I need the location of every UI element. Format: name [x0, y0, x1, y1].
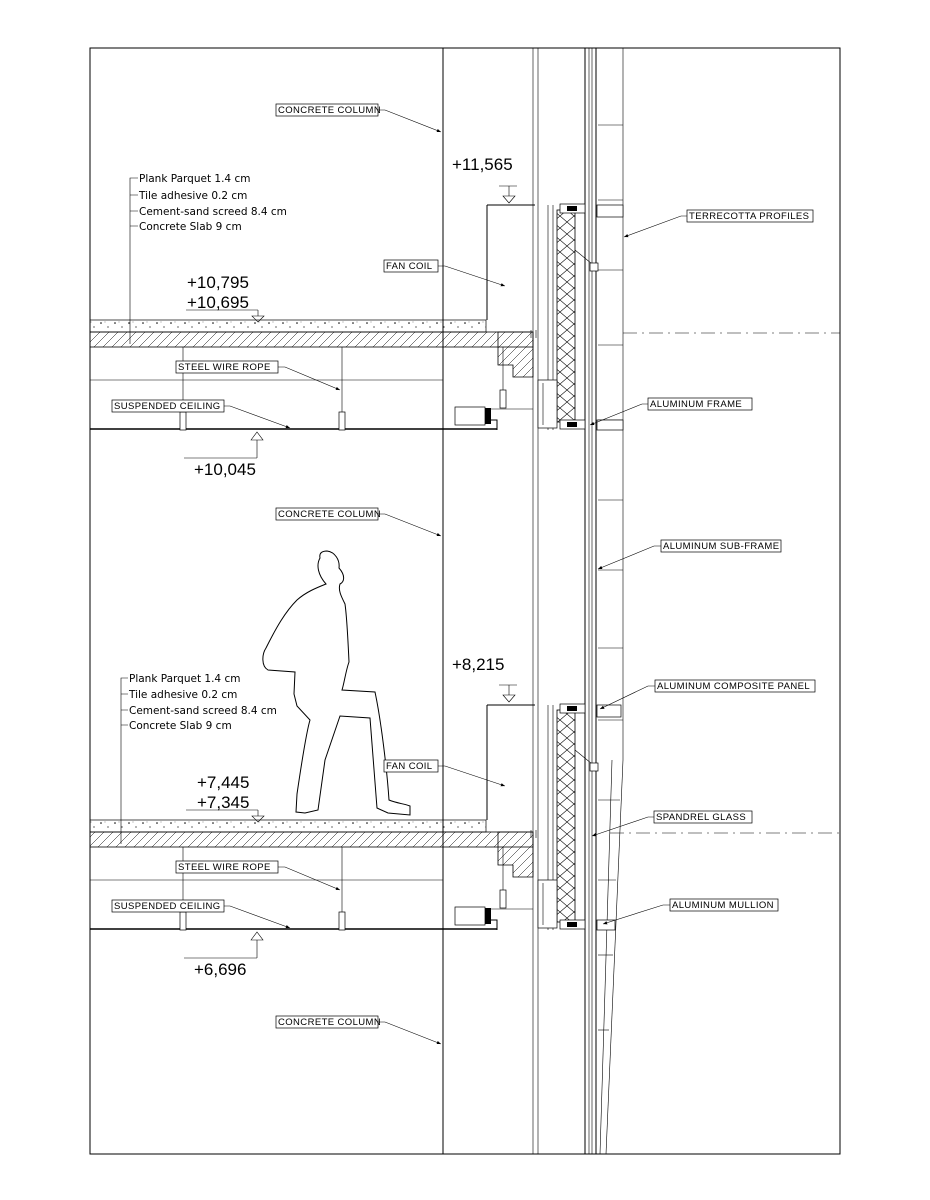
elevation-top-slab: +10,695 [187, 293, 249, 312]
layer-note: Concrete Slab 9 cm [139, 221, 242, 233]
tag-concrete-column-2: CONCRETE COLUMN [275, 507, 381, 521]
elevation-bottom-floor: +7,445 [197, 773, 249, 792]
leader-lines [224, 109, 687, 1045]
concrete-column-lines [442, 48, 539, 1154]
human-figure [262, 550, 411, 816]
tag-fan-coil-2: FAN COIL [383, 759, 439, 773]
elevation-markers [184, 185, 517, 959]
layer-notes-bottom: Plank Parquet 1.4 cm Tile adhesive 0.2 c… [120, 673, 277, 844]
elevation-bottom-ceiling: +6,696 [194, 960, 246, 979]
svg-text:ALUMINUM MULLION: ALUMINUM MULLION [672, 900, 774, 911]
svg-text:STEEL WIRE ROPE: STEEL WIRE ROPE [178, 862, 271, 873]
svg-text:ALUMINUM COMPOSITE PANEL: ALUMINUM COMPOSITE PANEL [657, 681, 810, 692]
elevation-top-floor: +10,795 [187, 273, 249, 292]
ceiling-hangers-bottom [179, 830, 537, 931]
svg-text:ALUMINUM FRAME: ALUMINUM FRAME [650, 399, 742, 410]
tag-fan-coil-1: FAN COIL [383, 259, 439, 273]
tag-spandrel-glass: SPANDREL GLASS [653, 810, 753, 824]
layer-note: Cement-sand screed 8.4 cm [129, 705, 277, 717]
tag-aluminum-composite-panel: ALUMINUM COMPOSITE PANEL [654, 679, 816, 693]
svg-text:CONCRETE COLUMN: CONCRETE COLUMN [278, 509, 381, 520]
elevation-bottom-slab: +7,345 [197, 793, 249, 812]
layer-note: Tile adhesive 0.2 cm [138, 190, 247, 202]
facade-lines [584, 48, 624, 1155]
svg-text:SPANDREL GLASS: SPANDREL GLASS [656, 812, 746, 823]
svg-text:CONCRETE COLUMN: CONCRETE COLUMN [278, 1017, 381, 1028]
layer-note: Cement-sand screed 8.4 cm [139, 206, 287, 218]
svg-text:TERRECOTTA PROFILES: TERRECOTTA PROFILES [689, 211, 809, 222]
tag-suspended-ceiling-1: SUSPENDED CEILING [111, 399, 225, 413]
svg-text:STEEL WIRE ROPE: STEEL WIRE ROPE [178, 362, 271, 373]
layer-note: Plank Parquet 1.4 cm [129, 673, 240, 685]
tag-suspended-ceiling-2: SUSPENDED CEILING [111, 899, 225, 913]
layer-note: Concrete Slab 9 cm [129, 720, 232, 732]
tag-steel-wire-rope-2: STEEL WIRE ROPE [175, 860, 279, 874]
layer-note: Plank Parquet 1.4 cm [139, 173, 250, 185]
tag-concrete-column-3: CONCRETE COLUMN [275, 1015, 381, 1029]
tag-steel-wire-rope-1: STEEL WIRE ROPE [175, 360, 279, 374]
drawing-border [89, 47, 841, 1155]
svg-text:CONCRETE COLUMN: CONCRETE COLUMN [278, 105, 381, 116]
layer-note: Tile adhesive 0.2 cm [128, 689, 237, 701]
tag-aluminum-sub-frame: ALUMINUM SUB-FRAME [660, 539, 782, 553]
tag-terrecotta-profiles: TERRECOTTA PROFILES [686, 209, 814, 223]
elevation-top-ceiling: +10,045 [194, 460, 256, 479]
elevation-top-fancoil: +11,565 [452, 155, 513, 174]
floor-assembly-top [89, 203, 624, 431]
tag-concrete-column-1: CONCRETE COLUMN [275, 103, 381, 117]
terracotta-profiles [598, 124, 623, 1031]
elevation-bottom-fancoil: +8,215 [452, 655, 504, 674]
layer-notes-top: Plank Parquet 1.4 cm Tile adhesive 0.2 c… [129, 173, 287, 344]
svg-text:SUSPENDED CEILING: SUSPENDED CEILING [114, 901, 221, 912]
svg-text:SUSPENDED CEILING: SUSPENDED CEILING [114, 401, 221, 412]
svg-text:FAN COIL: FAN COIL [386, 261, 433, 272]
svg-text:ALUMINUM SUB-FRAME: ALUMINUM SUB-FRAME [663, 541, 779, 552]
svg-text:FAN COIL: FAN COIL [386, 761, 433, 772]
tag-aluminum-frame: ALUMINUM FRAME [647, 397, 753, 411]
floor-assembly-bottom [89, 703, 622, 931]
tag-aluminum-mullion: ALUMINUM MULLION [669, 898, 779, 912]
